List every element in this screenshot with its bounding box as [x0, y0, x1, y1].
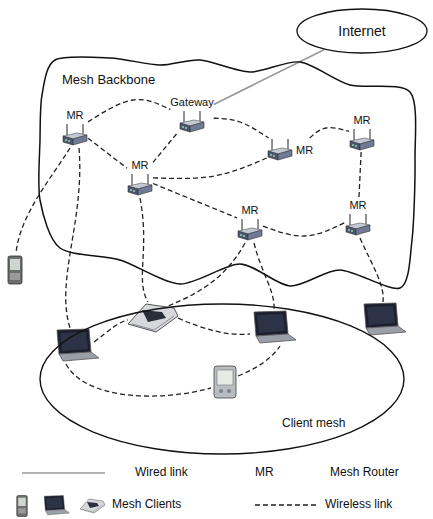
- legend-item: Mesh Clients: [112, 498, 181, 512]
- region-outline: [39, 303, 405, 455]
- wireless-link: [153, 158, 267, 179]
- router-icon: [179, 110, 205, 134]
- wireless-link: [238, 346, 280, 376]
- wireless-link: [153, 183, 237, 217]
- pda-sample: [17, 496, 28, 517]
- wireless-link: [310, 128, 349, 138]
- legend-item: Wireless link: [325, 498, 392, 512]
- legend-label: Wireless link: [325, 498, 392, 512]
- router-icon: [267, 138, 293, 162]
- handheld-sample: [80, 499, 105, 513]
- node-label: MR: [349, 199, 366, 212]
- node-label: Mesh Backbone: [62, 73, 155, 88]
- router-icon: [345, 213, 371, 237]
- gateway-router: Gateway: [170, 96, 213, 134]
- legend-label: Mesh Clients: [112, 498, 181, 512]
- wireless-link: [66, 364, 211, 396]
- legend-item: Mesh Router: [330, 466, 399, 480]
- wireless-link: [360, 238, 383, 302]
- wireless-link: [178, 318, 250, 334]
- wireless-link: [359, 152, 361, 199]
- legend-label: Mesh Router: [330, 466, 399, 480]
- legend-label: Wired link: [135, 466, 188, 480]
- mesh-router: MR: [127, 159, 153, 197]
- node-label: Internet: [338, 23, 385, 39]
- wireless-link: [214, 118, 269, 138]
- mesh-backbone-region: Mesh BackboneMR GatewayMR MR MR MR MR: [38, 55, 418, 300]
- node-label: Gateway: [170, 96, 213, 109]
- node-label: Client mesh: [282, 417, 345, 431]
- wireless-link-sample: [255, 504, 318, 505]
- node-label: MR: [296, 144, 313, 157]
- mesh-router: MR: [267, 138, 313, 162]
- wireless-link: [263, 223, 345, 236]
- node-label: MR: [241, 204, 258, 217]
- client-mesh-region: Client mesh: [39, 303, 405, 455]
- mesh-router: MR: [62, 109, 88, 147]
- wireless-link: [88, 138, 127, 168]
- wired-link: [214, 50, 324, 105]
- handheld-icon: [128, 304, 178, 332]
- pda-icon: [214, 366, 236, 398]
- node-label: MR: [131, 159, 148, 172]
- router-icon: [349, 128, 375, 152]
- wireless-link: [168, 243, 245, 306]
- pda-icon: [8, 256, 22, 284]
- laptop-sample: [44, 496, 69, 515]
- mesh-router: MR: [345, 199, 371, 237]
- router-icon: [237, 218, 263, 242]
- wireless-link: [140, 198, 148, 302]
- legend-item: Wired link: [135, 466, 188, 480]
- wired-link-sample: [22, 472, 105, 474]
- wireless-link: [254, 243, 274, 310]
- mesh-router: MR: [237, 204, 263, 242]
- router-icon: [62, 123, 88, 147]
- wireless-link: [66, 148, 80, 328]
- laptop-icon: [364, 303, 406, 335]
- router-icon: [127, 173, 153, 197]
- internet-cloud: Internet: [296, 8, 428, 54]
- wireless-link: [153, 134, 176, 162]
- mesh-router: MR: [349, 114, 375, 152]
- laptop-icon: [254, 311, 296, 343]
- abbreviation-label: MR: [255, 466, 274, 480]
- legend-samples: [17, 473, 318, 517]
- node-label: MR: [66, 109, 83, 122]
- label-holder: MR: [255, 466, 274, 480]
- node-label: MR: [353, 114, 370, 127]
- wireless-link: [16, 148, 70, 253]
- wireless-link: [88, 100, 170, 122]
- mesh-clients: [8, 256, 406, 398]
- region-outline: [38, 55, 418, 300]
